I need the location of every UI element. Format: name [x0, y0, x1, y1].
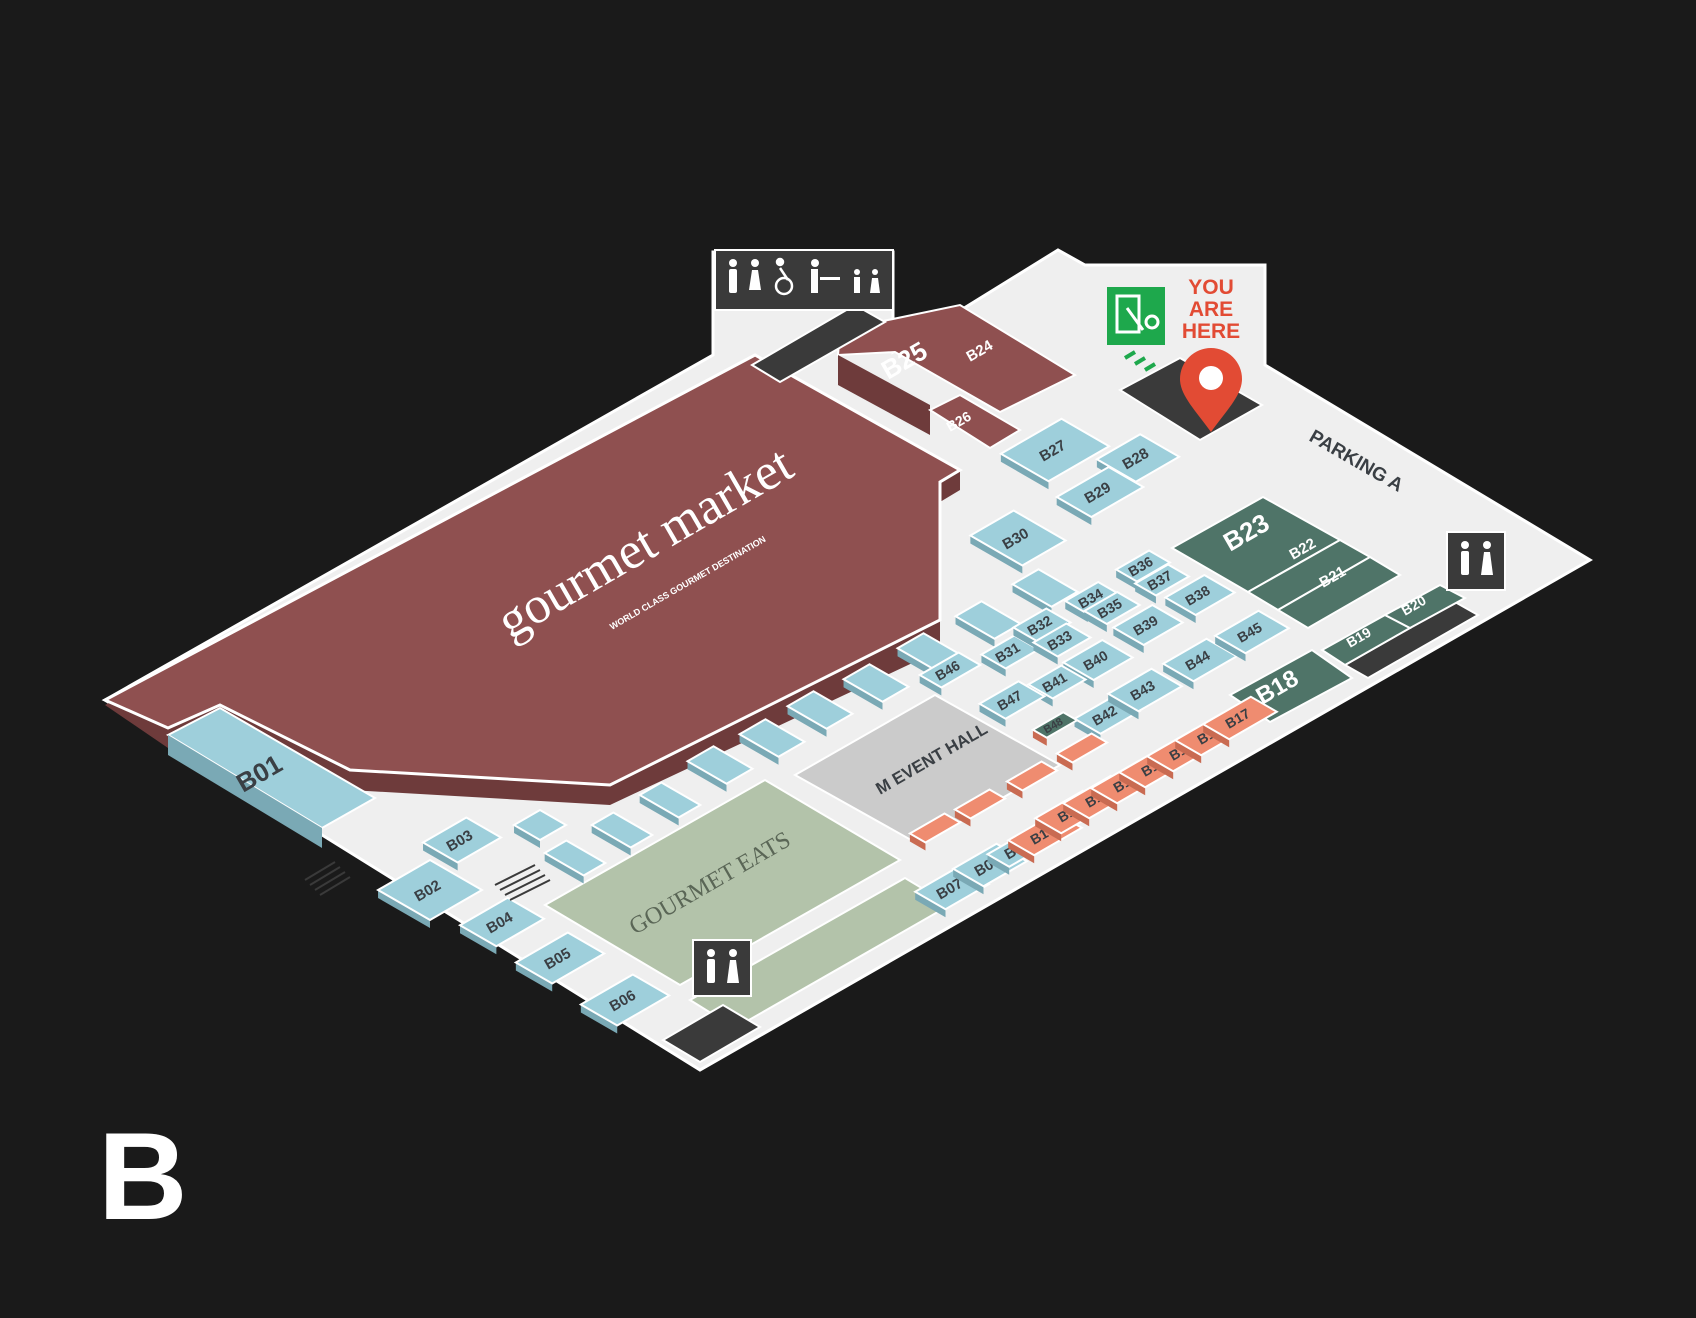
- stall-b27[interactable]: B27: [998, 417, 1112, 490]
- emergency-exit-sign[interactable]: [1107, 287, 1167, 378]
- stall-stall-corridor-11[interactable]: [1010, 568, 1080, 615]
- stall-stall-corridor-4[interactable]: [637, 781, 703, 826]
- stall-b03[interactable]: B03: [421, 816, 503, 871]
- stall-b30[interactable]: B30: [968, 509, 1068, 574]
- female-restroom-icon: [727, 949, 739, 983]
- baby-changing-icon: [811, 259, 840, 293]
- child-restroom-icon: [854, 269, 880, 293]
- stall-b23[interactable]: B23: [1169, 495, 1343, 594]
- stall-stall-corridor-6[interactable]: [737, 718, 807, 765]
- stall-b40[interactable]: B40: [1061, 638, 1135, 688]
- stall-stall-corridor-2[interactable]: [542, 839, 608, 884]
- floor-indicator: B: [98, 1108, 188, 1246]
- you-are-here-line3: HERE: [1182, 320, 1240, 343]
- event-hall[interactable]: M EVENT HALL: [792, 693, 1063, 847]
- female-restroom-icon: [1481, 541, 1493, 575]
- you-are-here-line2: ARE: [1189, 298, 1233, 321]
- stall-stall-corridor-3[interactable]: [589, 811, 655, 856]
- stall-stall-small-orange-2[interactable]: [952, 788, 1008, 827]
- stall-b22[interactable]: B22: [1246, 535, 1373, 612]
- stall-stall-corridor-1[interactable]: [512, 808, 568, 848]
- service-corridor: [750, 303, 888, 384]
- stall-b47[interactable]: B47: [977, 680, 1047, 727]
- stall-stall-small-orange-4[interactable]: [1054, 732, 1110, 771]
- stall-b21[interactable]: B21: [1276, 555, 1402, 630]
- stall-b38[interactable]: B38: [1163, 573, 1237, 623]
- stall-b02[interactable]: B02: [376, 858, 484, 928]
- wheelchair-icon: [774, 257, 794, 296]
- male-restroom-icon: [729, 259, 737, 293]
- stall-b41[interactable]: B41: [1026, 664, 1088, 707]
- stall-stall-small-orange-3[interactable]: [1004, 760, 1060, 799]
- stall-stall-corridor-5[interactable]: [685, 745, 755, 792]
- stall-b17[interactable]: B17: [1201, 695, 1279, 748]
- stall-b36[interactable]: B36: [1114, 549, 1172, 590]
- restroom-block-south: [661, 1003, 762, 1064]
- stall-stall-corridor-7[interactable]: [785, 690, 855, 737]
- stall-b45[interactable]: B45: [1213, 609, 1291, 662]
- stairs-west: [304, 861, 351, 896]
- stall-b39[interactable]: B39: [1111, 603, 1185, 653]
- stairs-mid: [494, 864, 551, 901]
- stall-b01[interactable]: B01: [165, 706, 378, 848]
- stall-b25[interactable]: B25: [836, 303, 1078, 435]
- gourmet-market-anchor[interactable]: gourmet market WORLD CLASS GOURMET DESTI…: [101, 353, 963, 805]
- restroom-sign-south[interactable]: [692, 939, 752, 997]
- stall-b44[interactable]: B44: [1161, 637, 1239, 690]
- stall-b43[interactable]: B43: [1106, 667, 1184, 720]
- stall-b06[interactable]: B06: [578, 973, 672, 1034]
- stall-stall-small-orange-1[interactable]: [907, 812, 963, 851]
- stall-b29[interactable]: B29: [1054, 465, 1146, 525]
- location-pin-icon: [1180, 348, 1242, 432]
- female-restroom-icon: [749, 259, 761, 290]
- emergency-exit-icon: [1115, 294, 1160, 334]
- stall-b26[interactable]: B26: [927, 393, 1022, 450]
- stall-b46[interactable]: B46: [917, 651, 983, 696]
- stall-b48[interactable]: B48: [1030, 711, 1080, 746]
- restroom-sign-east[interactable]: [1446, 531, 1506, 591]
- facilities-sign-main[interactable]: [714, 249, 894, 311]
- stall-stall-corridor-8[interactable]: [841, 663, 911, 710]
- male-restroom-icon: [1461, 541, 1469, 575]
- stall-b04[interactable]: B04: [457, 896, 547, 955]
- you-are-here-line1: YOU: [1188, 276, 1234, 299]
- you-are-here-marker[interactable]: YOU ARE HERE: [1180, 276, 1242, 432]
- gourmet-eats-area[interactable]: GOURMET EATS: [543, 778, 952, 1030]
- male-restroom-icon: [707, 949, 715, 983]
- stall-b05[interactable]: B05: [513, 931, 607, 992]
